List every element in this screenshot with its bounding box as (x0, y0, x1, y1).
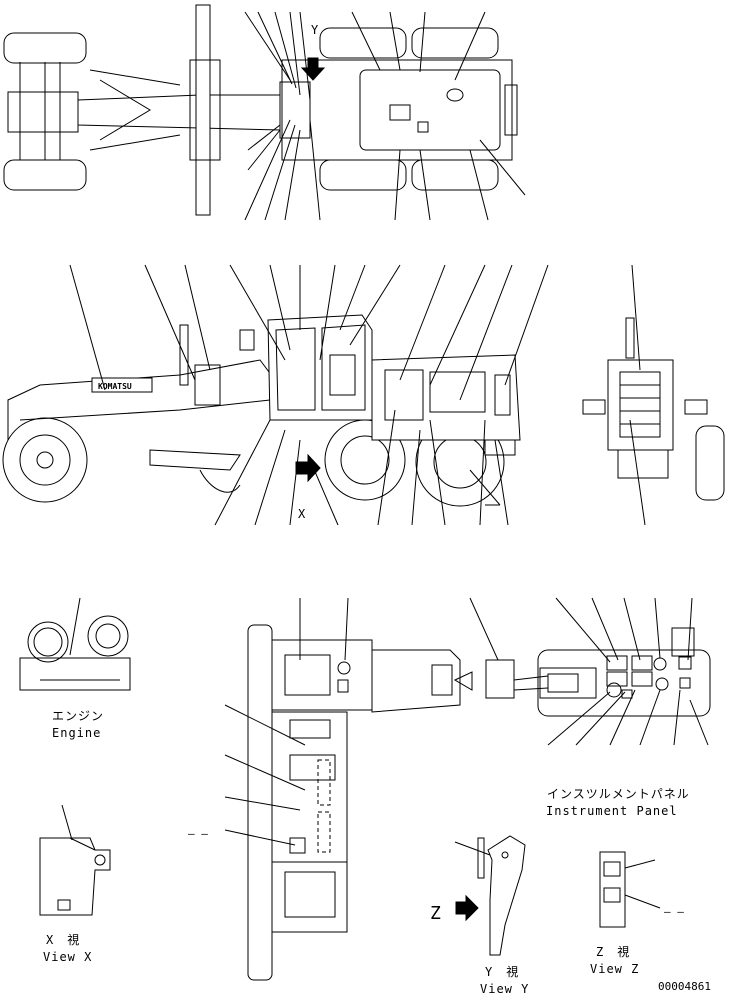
engine-detail (19, 597, 131, 691)
top-view (3, 4, 526, 221)
engine-label-jp: エンジン (52, 709, 104, 723)
dash-left: – – (188, 827, 208, 840)
view-y-label-en: View Y (480, 982, 529, 996)
view-z-marker: Z (430, 903, 442, 924)
view-z-detail (599, 851, 661, 928)
view-y-marker: Y (311, 23, 319, 37)
instrument-panel-label-jp: インスツルメントパネル (547, 787, 690, 801)
side-view (2, 264, 549, 526)
view-x-detail (39, 804, 111, 916)
view-y-label-jp: Y 視 (485, 964, 519, 979)
brand-plate-text: KOMATSU (98, 382, 132, 391)
dash-right: – – (664, 905, 684, 918)
instrument-panel-label-en: Instrument Panel (546, 804, 678, 818)
engine-label-en: Engine (52, 726, 101, 740)
view-z-label-en: View Z (590, 962, 639, 976)
view-z-label-jp: Z 視 (596, 944, 630, 959)
view-x-label-jp: X 視 (46, 932, 80, 947)
rear-view (582, 264, 725, 526)
drawing-number: 00004861 (658, 980, 711, 993)
view-y-detail (454, 835, 526, 956)
instrument-panel-detail (469, 597, 711, 746)
view-x-label-en: View X (43, 950, 92, 964)
center-panel (224, 597, 473, 981)
view-x-marker: X (298, 507, 306, 521)
